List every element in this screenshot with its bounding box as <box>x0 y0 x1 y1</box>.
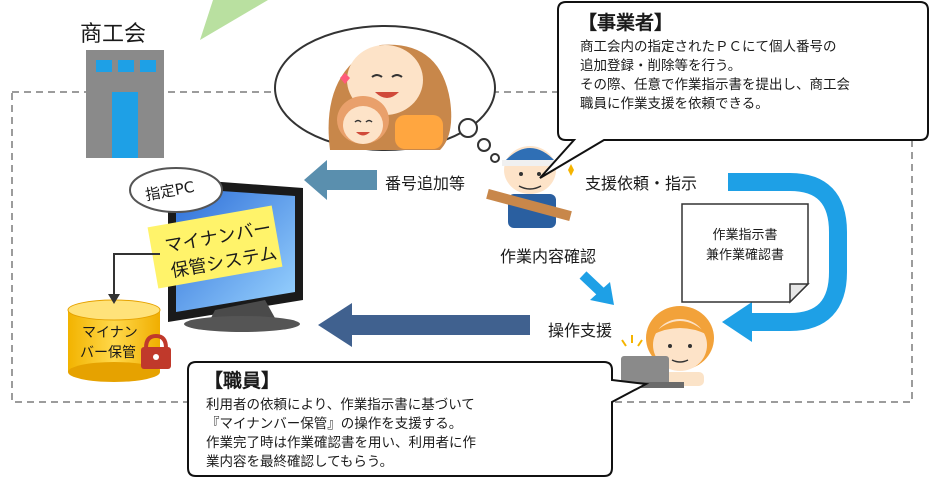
business-bubble-line-3: その際、任意で作業指示書を提出し、商工会 <box>580 77 850 93</box>
support-request-arrow <box>728 173 847 331</box>
storage-connector-head <box>108 294 120 304</box>
operation-support-arrow <box>318 303 530 347</box>
flow-support-request-label: 支援依頼・指示 <box>585 174 698 193</box>
lock-icon <box>141 333 171 369</box>
storage-cylinder-icon <box>67 299 161 382</box>
staff-bubble <box>187 361 650 477</box>
staff-bubble-line-4: 業内容を最終確認してもらう。 <box>206 454 394 470</box>
staff-bubble-line-1: 利用者の依頼により、作業指示書に基づいて <box>206 397 475 413</box>
flow-operation-support-label: 操作支援 <box>548 321 613 340</box>
check-content-arrowhead <box>590 282 614 305</box>
document-label-line2: 兼作業確認書 <box>705 248 784 263</box>
support-request-arrowhead <box>722 302 752 342</box>
document-fold <box>789 283 810 304</box>
flow-add-number-label: 番号追加等 <box>385 174 466 193</box>
staff-illustration <box>608 306 714 388</box>
business-bubble-line-4: 職員に作業支援を依頼できる。 <box>580 96 769 112</box>
pc-tag-badge <box>129 167 223 213</box>
building-icon <box>86 50 164 158</box>
office-name: 商工会 <box>80 22 147 47</box>
storage-connector <box>113 253 160 296</box>
storage-label-line1: マイナン <box>82 325 138 341</box>
staff-bubble-line-3: 作業完了時は作業確認書を用い、利用者に作 <box>206 435 476 451</box>
business-bubble <box>539 1 929 179</box>
top-pointer <box>200 0 268 40</box>
business-bubble-title: 【事業者】 <box>578 12 674 34</box>
storage-label-line2: バー保管 <box>80 345 136 361</box>
check-content-arrow <box>579 271 605 296</box>
staff-bubble-title: 【職員】 <box>204 370 281 392</box>
business-bubble-line-1: 商工会内の指定されたＰＣにて個人番号の <box>580 39 837 55</box>
screen-label-box <box>147 205 283 289</box>
add-number-arrow <box>304 160 377 200</box>
staff-bubble-line-2: 『マイナンバー保管』の操作を支援する。 <box>206 416 463 432</box>
worker-illustration <box>486 146 574 228</box>
document-label-line1: 作業指示書 <box>712 228 778 243</box>
business-bubble-line-2: 追加登録・削除等を行う。 <box>580 58 742 74</box>
mother-child-illustration <box>328 44 452 150</box>
flow-check-content-label: 作業内容確認 <box>500 247 597 266</box>
